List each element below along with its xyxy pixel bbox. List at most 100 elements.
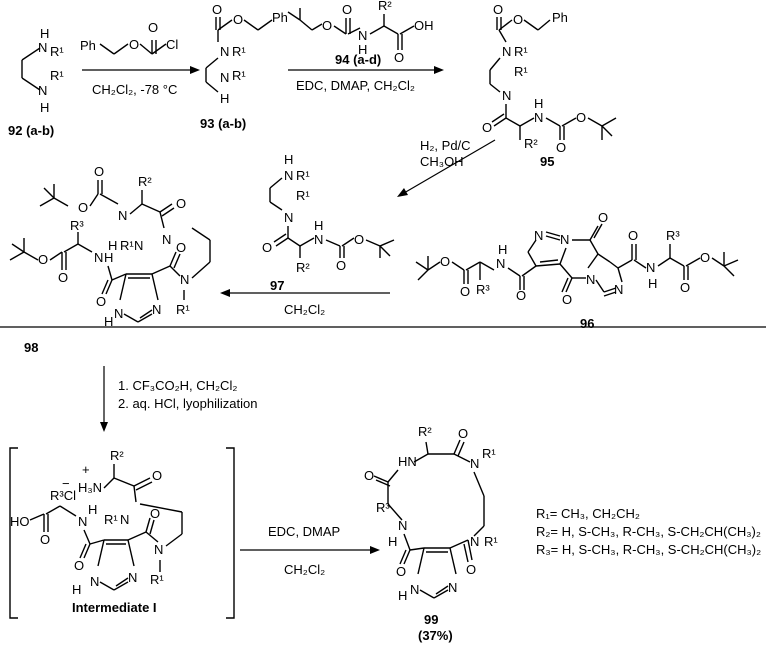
atom-r3: R³ xyxy=(376,500,390,515)
intermediate-label: Intermediate I xyxy=(72,600,157,615)
reaction-step-2: O O N H R² O OH 94 (a-d) EDC, DMAP, CH₂C… xyxy=(287,0,444,93)
reaction-step-1: Ph O O Cl CH₂Cl₂, -78 °C xyxy=(80,20,200,97)
r2-definition: R₂= H, S-CH₃, R-CH₃, S-CH₂CH(CH₃)₂ xyxy=(536,524,761,539)
compound-95: O O Ph N R¹ N R¹ O R² H N O O 95 xyxy=(482,2,617,169)
atom-n: N xyxy=(586,272,595,287)
left-bracket xyxy=(9,447,18,619)
compound-96: O O R³ N H O N N O O xyxy=(415,210,739,331)
atom-r1: R¹ xyxy=(104,512,118,527)
intermediate-1: − + H₃N R² O R³Cl HO O N H R¹ N O H N xyxy=(9,447,235,619)
atom-o: O xyxy=(516,288,526,303)
atom-r3: R³ xyxy=(476,282,490,297)
atom-h: H xyxy=(40,100,49,115)
atom-r1: R¹ xyxy=(484,534,498,549)
r3-definition: R₃= H, S-CH₃, R-CH₃, S-CH₂CH(CH₃)₂ xyxy=(536,542,761,557)
atom-h: H xyxy=(398,588,407,603)
atom-o: O xyxy=(394,50,404,65)
reagent-step1: CH₂Cl₂, -78 °C xyxy=(92,82,177,97)
atom-n: N xyxy=(38,83,47,98)
atom-n: N xyxy=(284,210,293,225)
atom-n: N xyxy=(470,456,479,471)
compound-99: R² O N R¹ N R¹ HN O R³ N H O H N xyxy=(364,424,498,643)
atom-o: O xyxy=(440,254,450,269)
atom-o: O xyxy=(628,228,638,243)
atom-o: O xyxy=(354,232,364,247)
atom-r1: R¹ xyxy=(514,64,528,79)
compound-98: O O N R² O N O O R³ N H H R¹ N xyxy=(9,164,211,329)
atom-n: N xyxy=(398,518,407,533)
reagent-step3-line2: CH₃OH xyxy=(420,154,464,169)
atom-h: H xyxy=(104,314,113,329)
atom-ho: HO xyxy=(10,514,30,529)
atom-n: N xyxy=(448,580,457,595)
atom-n: N xyxy=(314,232,323,247)
atom-o: O xyxy=(58,270,68,285)
atom-r3: R³ xyxy=(666,228,680,243)
compound-97: H N R¹ N R¹ O R² H N O O 97 xyxy=(262,152,395,293)
atom-r3: R³ xyxy=(70,218,84,233)
atom-n: N xyxy=(358,28,367,43)
atom-n: N xyxy=(114,306,123,321)
atom-r2: R² xyxy=(524,136,538,151)
atom-n: N xyxy=(496,256,505,271)
atom-h: H xyxy=(648,276,657,291)
atom-o: O xyxy=(176,240,186,255)
atom-ph: Ph xyxy=(80,38,96,53)
atom-o: O xyxy=(466,562,476,577)
atom-o: O xyxy=(482,120,492,135)
atom-n: N xyxy=(120,512,129,527)
atom-cl: Cl xyxy=(166,37,178,52)
atom-r1: R¹ xyxy=(514,44,528,59)
right-bracket xyxy=(226,447,235,619)
atom-r1: R¹ xyxy=(50,44,64,59)
reagent-step3-line1: H₂, Pd/C xyxy=(420,138,471,153)
reagent-step6-line1: EDC, DMAP xyxy=(268,524,340,539)
compound-93: O O Ph N R¹ N R¹ H 93 (a-b) xyxy=(200,2,288,131)
atom-h: H xyxy=(284,152,293,167)
atom-n: N xyxy=(94,250,103,265)
atom-n: N xyxy=(614,282,623,297)
atom-h: H xyxy=(358,42,367,57)
atom-n: N xyxy=(410,582,419,597)
compound-99-yield: (37%) xyxy=(418,628,453,643)
atom-plus: + xyxy=(82,462,90,477)
atom-r2: R² xyxy=(138,174,152,189)
atom-hn: HN xyxy=(398,454,417,469)
compound-92: N H R¹ N R¹ H 92 (a-b) xyxy=(8,26,64,138)
compound-label-97: 97 xyxy=(270,278,284,293)
atom-n: N xyxy=(154,542,163,557)
compound-label-96: 96 xyxy=(580,316,594,331)
atom-h: H xyxy=(220,91,229,106)
atom-n: N xyxy=(284,168,293,183)
arrow-head xyxy=(220,289,230,297)
atom-r1: R¹ xyxy=(296,168,310,183)
atom-n: N xyxy=(560,232,569,247)
atom-h: H xyxy=(498,242,507,257)
atom-r2: R² xyxy=(378,0,392,13)
atom-o: O xyxy=(513,12,523,27)
atom-o: O xyxy=(700,250,710,265)
atom-o: O xyxy=(176,196,186,211)
atom-o: O xyxy=(342,2,352,17)
atom-h: H xyxy=(72,582,81,597)
atom-n: N xyxy=(502,44,511,59)
atom-o: O xyxy=(262,240,272,255)
atom-n: N xyxy=(38,40,47,55)
r1-definition: R₁= CH₃, CH₂CH₂ xyxy=(536,506,640,521)
atom-o: O xyxy=(336,258,346,273)
reaction-step-3: H₂, Pd/C CH₃OH xyxy=(397,138,496,197)
atom-h3n: H₃N xyxy=(78,480,102,495)
atom-ph: Ph xyxy=(272,10,288,25)
atom-h: H xyxy=(40,26,49,41)
atom-o: O xyxy=(38,252,48,267)
atom-n: N xyxy=(90,574,99,589)
atom-o: O xyxy=(493,2,503,17)
atom-minus: − xyxy=(62,476,70,491)
atom-h: H xyxy=(108,238,117,253)
reagent-step5-line2: 2. aq. HCl, lyophilization xyxy=(118,396,257,411)
atom-h: H xyxy=(314,218,323,233)
atom-n: N xyxy=(534,228,543,243)
atom-o: O xyxy=(40,532,50,547)
atom-r2: R² xyxy=(296,260,310,275)
